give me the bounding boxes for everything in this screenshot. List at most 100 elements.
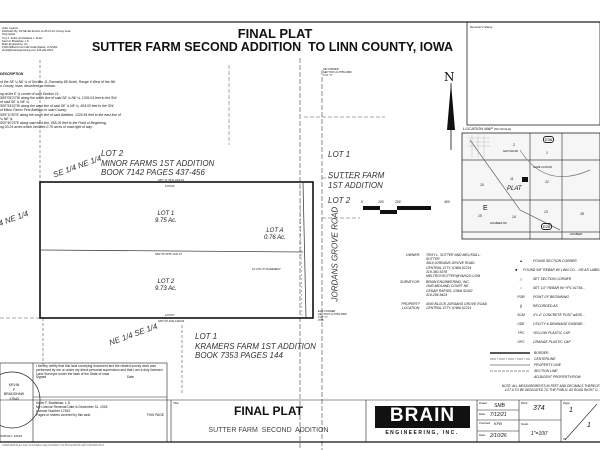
legend-text: FOUND SECTION CORNER (533, 259, 577, 263)
header-line: Prep Sutter (2, 33, 16, 37)
header-line: Brain Engineering, Inc. (2, 43, 29, 47)
legend-text: UTILITY & DRAINAGE EASEME... (533, 322, 586, 326)
of-label: Of (563, 437, 566, 441)
map-road: SAWYER RD (503, 150, 519, 153)
drawn-by: SMB (494, 403, 505, 409)
line-legend-item: CENTERLINE (534, 357, 556, 361)
description-line: S89°09'23"W along the south line of said… (0, 95, 117, 100)
scale-label: Scale: (521, 422, 529, 426)
map-plat-label: PLAT (507, 186, 522, 192)
legend-text: YELLOW PLASTIC CAP (533, 331, 571, 335)
map-label: 11 (510, 177, 514, 181)
seal-line: F (12, 387, 16, 392)
surveyor-line: BRAIN ENGINEERING, INC. (426, 280, 470, 285)
adj-sub: MINOR FARMS 1ST ADDITION (101, 158, 215, 168)
description-line: ng at the E ¼ corner of said Section 11; (0, 91, 60, 96)
north-arrow-label: N (444, 70, 455, 84)
line-legend-item: ADJACENT PROPERTY/ROW (534, 375, 581, 379)
survey-date: SURVEY: 2/9/26 (0, 434, 23, 438)
legend-item: ■FOUND 5/8" REBAR W/ LINN CO... OR AS LA… (515, 266, 600, 275)
map-label: 15 (478, 214, 482, 218)
header-line: 1540 Midland Court NE Cedar Rapids, IA 5… (2, 46, 58, 50)
header-line: Plat/Index By: 3/9 NE SE Section 11-85-6… (2, 30, 71, 34)
legend-text: SET 1/2" REBAR W/ YPC #1754... (533, 286, 586, 290)
legend-text: 4"x 4" CONCRETE POST w/DIS... (533, 313, 585, 317)
adj-lot: LOT 1 (195, 332, 218, 341)
title-label: Title: (173, 401, 180, 405)
adj-sub: SUTTER FARM (328, 171, 385, 180)
drawn-date: 7/12/21 (490, 412, 507, 418)
notes: NOTE: ALL MEASUREMENTS IN FEET AND DECIM… (450, 384, 600, 392)
scale-400: 400 (444, 200, 450, 204)
lot-name: LOT 1 (157, 211, 175, 217)
map-title: LOCATION MAP (463, 126, 493, 131)
description-line: of Minor Farms First Addition to said Co… (0, 108, 67, 113)
map-label: 10 (480, 183, 484, 187)
easement-label: 10' UTILITY EASEMENT (252, 268, 281, 271)
checked-date: 2/10/26 (490, 433, 507, 439)
cert-statement: I hereby certify that this land surveyin… (36, 364, 163, 376)
corner-line: POB (318, 319, 324, 322)
legend-text: POINT OF BEGINNING (533, 295, 569, 299)
this-page: THIS PAGE (146, 412, 164, 417)
signed-label: Signed (36, 375, 47, 380)
date-label: Date: (479, 433, 486, 437)
file-path-footer: I:\2021\0168 Sutter Farm 2nd Addition.dw… (2, 444, 104, 447)
distance-north: 1276.63 (165, 185, 175, 188)
surveyor-name: Kevin F. Bradshaw, L.S. (36, 401, 71, 405)
title-block-subtitle: SUTTER FARM SECOND ADDITION (208, 427, 329, 434)
map-note: (NO SCALE) (493, 127, 512, 131)
description-line: S00°54'02"W along the west line of said … (0, 104, 114, 109)
line-legend-item: BORDER (534, 351, 549, 355)
pages-label: Pages or sheets covered by this seal: (36, 412, 91, 417)
adj-book: BOOK 7142 PAGES 437-456 (101, 168, 205, 177)
symbol-legend: ▲FOUND SECTION CORNER■FOUND 5/8" REBAR W… (515, 257, 600, 347)
location-map (461, 132, 600, 240)
lot-area: 9.73 Ac. (155, 286, 177, 292)
header-line: kbrad@brainengineering.com 319-294-9424 (2, 49, 53, 53)
bearing-middle: N89° 05' 08"W 1311.37 (155, 253, 182, 256)
lot-area: 0.76 Ac. (264, 235, 286, 241)
legend-text: SET SECTION CORNER (533, 277, 572, 281)
owner-line: 319-360-6378 (426, 269, 448, 274)
page-title: FINAL PLAT (237, 26, 313, 41)
legend-item: △SET SECTION CORNER (515, 275, 600, 284)
note-line: NOTE: ALL MEASUREMENTS IN FEET AND DECIM… (501, 384, 600, 388)
note-line: LOT A TO BE DEDICATED TO THE PUBLIC AS R… (504, 388, 600, 393)
license-number: License Number 17543 (36, 408, 71, 413)
header-line: Index Legend (2, 27, 18, 30)
owner-line: SUTTER (426, 257, 440, 262)
road-name: JORDANS GROVE ROAD (330, 206, 340, 302)
description-line: ng 20.24 acres which includes 0.76 acres… (0, 125, 93, 130)
row-line (302, 181, 307, 319)
corner-line: SECTION 11-T85N-R6W (318, 313, 347, 316)
adj-sub: KRAMERS FARM 1ST ADDITION (195, 341, 316, 351)
renewal-date: My License Renewal Date is December 31, … (36, 404, 108, 409)
adjacent-east-lot2: LOT 2 (328, 196, 351, 205)
lot-name: LOT A (266, 228, 284, 234)
legend-item: ○ SET 1/2" REBAR W/ YPC #1754... (515, 284, 600, 293)
surveyor-label: SURVEYOR: (400, 280, 420, 285)
surveyor-line: 1540 MIDLAND COURT NE (426, 284, 469, 289)
brain-logo: BRAIN (389, 405, 456, 426)
book-number: 374 (533, 405, 545, 412)
location-map-title: LOCATION MAP (NO SCALE) (463, 126, 512, 131)
recorder-stamp-box (466, 21, 600, 126)
date-label: Date (127, 375, 134, 380)
corner-line: CUT "X" (323, 74, 333, 77)
map-label: 1 (546, 151, 548, 155)
map-road: GAME CLUB RD (533, 166, 553, 169)
bearing-south: N89° 09' 23"E 1326.04 (158, 320, 185, 323)
owner-line: TROY L. SUTTER AND MELISSA L. (426, 253, 481, 257)
description-line: of said SE ¼ NE ¼; (0, 100, 30, 105)
legend-symbol: ○ (519, 286, 523, 290)
